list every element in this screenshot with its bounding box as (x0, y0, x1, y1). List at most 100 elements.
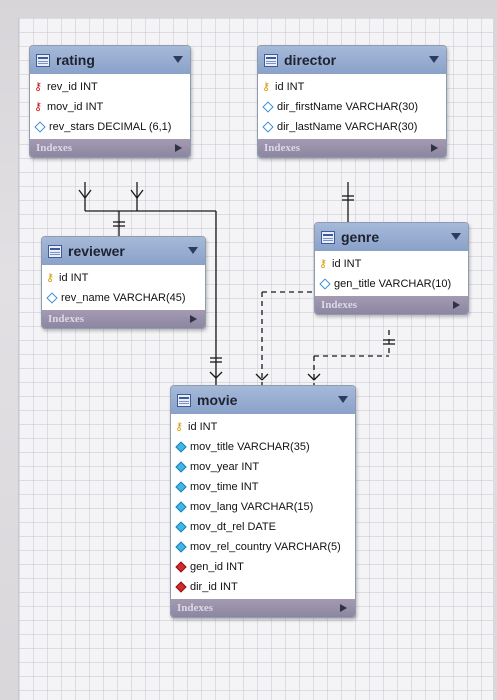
genre-header[interactable]: genre (315, 223, 468, 251)
diamond-icon (262, 121, 274, 133)
rating-indexes-bar[interactable]: Indexes (30, 139, 190, 157)
crows-foot-mark (215, 371, 223, 379)
column-label: id INT (59, 272, 89, 284)
crows-foot-mark (84, 189, 92, 199)
crows-foot-mark (307, 373, 315, 381)
column-row[interactable]: dir_lastName VARCHAR(30) (262, 117, 442, 137)
table-icon (36, 53, 50, 67)
column-row[interactable]: mov_title VARCHAR(35) (175, 437, 351, 457)
column-row[interactable]: rev_name VARCHAR(45) (46, 288, 201, 308)
movie-header[interactable]: movie (171, 386, 355, 414)
reviewer-table[interactable]: reviewer ⚷ id INT rev_name VARCHAR(45) In… (41, 236, 206, 329)
rating-header[interactable]: rating (30, 46, 190, 74)
table-icon (264, 53, 278, 67)
column-label: dir_lastName VARCHAR(30) (277, 121, 418, 133)
triangle-right-icon[interactable] (190, 315, 197, 323)
director-table[interactable]: director ⚷ id INT dir_firstName VARCHAR(3… (257, 45, 447, 158)
column-label: rev_stars DECIMAL (6,1) (49, 121, 172, 133)
column-label: dir_firstName VARCHAR(30) (277, 101, 418, 113)
table-icon (177, 393, 191, 407)
movie-title: movie (197, 392, 238, 408)
column-label: gen_id INT (190, 561, 244, 573)
key-icon: ⚷ (262, 80, 271, 93)
director-header[interactable]: director (258, 46, 446, 74)
column-label: mov_lang VARCHAR(15) (190, 501, 314, 513)
column-label: mov_year INT (190, 461, 260, 473)
triangle-right-icon[interactable] (431, 144, 438, 152)
column-label: id INT (188, 421, 218, 433)
column-row[interactable]: rev_stars DECIMAL (6,1) (34, 117, 186, 137)
diamond-icon (175, 461, 187, 473)
column-row[interactable]: dir_firstName VARCHAR(30) (262, 97, 442, 117)
relationship-lines (78, 182, 395, 385)
diamond-icon (34, 121, 46, 133)
triangle-right-icon[interactable] (175, 144, 182, 152)
key-icon: ⚷ (46, 271, 55, 284)
indexes-label: Indexes (264, 142, 301, 154)
triangle-right-icon[interactable] (453, 301, 460, 309)
table-icon (48, 244, 62, 258)
column-row[interactable]: mov_year INT (175, 457, 351, 477)
diamond-icon (319, 278, 331, 290)
key-icon: ⚷ (175, 420, 184, 433)
column-label: id INT (275, 81, 305, 93)
column-label: dir_id INT (190, 581, 238, 593)
diamond-icon (175, 481, 187, 493)
crows-foot-mark (78, 189, 86, 199)
director-indexes-bar[interactable]: Indexes (258, 139, 446, 157)
column-label: rev_name VARCHAR(45) (61, 292, 186, 304)
diamond-icon (175, 521, 187, 533)
column-label: rev_id INT (47, 81, 98, 93)
foreign-key-diamond-icon (175, 561, 187, 573)
crows-foot-mark (255, 373, 263, 381)
triangle-right-icon[interactable] (340, 604, 347, 612)
triangle-down-icon[interactable] (173, 56, 183, 63)
genre-indexes-bar[interactable]: Indexes (315, 296, 468, 314)
genre-title: genre (341, 229, 380, 245)
column-label: id INT (332, 258, 362, 270)
column-row[interactable]: mov_rel_country VARCHAR(5) (175, 537, 351, 557)
triangle-down-icon[interactable] (451, 233, 461, 240)
column-row[interactable]: mov_dt_rel DATE (175, 517, 351, 537)
column-row[interactable]: ⚷ id INT (46, 268, 201, 288)
reviewer-indexes-bar[interactable]: Indexes (42, 310, 205, 328)
triangle-down-icon[interactable] (429, 56, 439, 63)
column-row[interactable]: mov_time INT (175, 477, 351, 497)
indexes-label: Indexes (321, 299, 358, 311)
diamond-icon (262, 101, 274, 113)
movie-table[interactable]: movie ⚷ id INT mov_title VARCHAR(35) mov_… (170, 385, 356, 618)
key-icon: ⚷ (34, 100, 43, 113)
column-row[interactable]: ⚷id INT (319, 254, 464, 274)
column-row[interactable]: ⚷rev_id INT (34, 77, 186, 97)
crows-foot-mark (261, 373, 269, 381)
column-label: mov_time INT (190, 481, 259, 493)
column-label: gen_title VARCHAR(10) (334, 278, 452, 290)
crows-foot-mark (136, 189, 144, 199)
triangle-down-icon[interactable] (338, 396, 348, 403)
column-label: mov_rel_country VARCHAR(5) (190, 541, 341, 553)
indexes-label: Indexes (36, 142, 73, 154)
column-label: mov_title VARCHAR(35) (190, 441, 310, 453)
triangle-down-icon[interactable] (188, 247, 198, 254)
rating-title: rating (56, 52, 95, 68)
reviewer-header[interactable]: reviewer (42, 237, 205, 265)
movie-indexes-bar[interactable]: Indexes (171, 599, 355, 617)
crows-foot-mark (209, 371, 217, 379)
crows-foot-mark (313, 373, 321, 381)
column-row[interactable]: ⚷mov_id INT (34, 97, 186, 117)
director-title: director (284, 52, 337, 68)
diamond-icon (175, 441, 187, 453)
indexes-label: Indexes (177, 602, 214, 614)
foreign-key-diamond-icon (175, 581, 187, 593)
column-row[interactable]: gen_id INT (175, 557, 351, 577)
diamond-icon (175, 501, 187, 513)
column-row[interactable]: gen_title VARCHAR(10) (319, 274, 464, 294)
genre-table[interactable]: genre ⚷id INT gen_title VARCHAR(10) Inde… (314, 222, 469, 315)
column-row[interactable]: ⚷ id INT (175, 417, 351, 437)
column-row[interactable]: ⚷ id INT (262, 77, 442, 97)
table-icon (321, 230, 335, 244)
column-row[interactable]: dir_id INT (175, 577, 351, 597)
column-label: mov_dt_rel DATE (190, 521, 276, 533)
rating-table[interactable]: rating ⚷rev_id INT ⚷mov_id INT rev_stars… (29, 45, 191, 158)
column-row[interactable]: mov_lang VARCHAR(15) (175, 497, 351, 517)
